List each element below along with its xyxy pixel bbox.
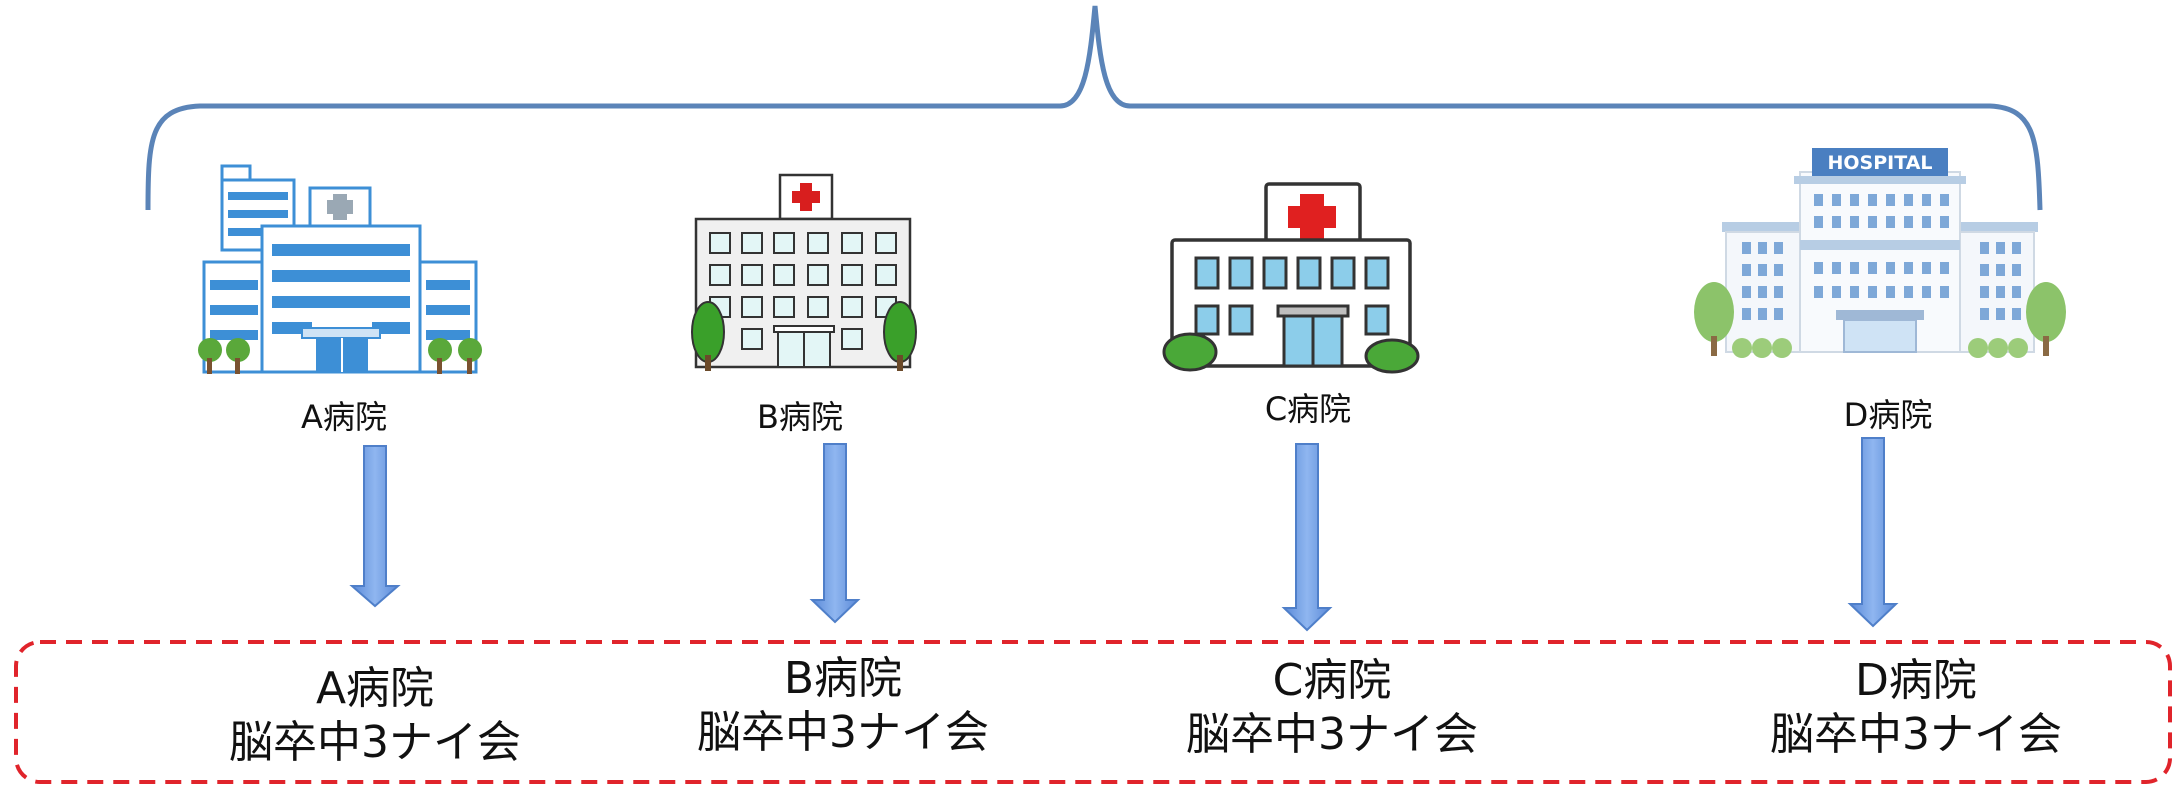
group-d-label: D病院 脳卒中3ナイ会 [1770,654,2062,762]
group-d-association: 脳卒中3ナイ会 [1770,709,2062,760]
group-a-hospital: A病院 [315,663,435,714]
group-d-hospital: D病院 [1855,655,1977,706]
arrow-a [349,445,401,608]
arrow-d [1847,437,1899,628]
group-a-association: 脳卒中3ナイ会 [229,717,521,768]
hospital-a-label: A病院 [301,398,387,436]
arrow-c [1281,443,1333,632]
hospital-b-label: B病院 [757,398,843,436]
group-c-hospital: C病院 [1272,655,1392,706]
group-c-association: 脳卒中3ナイ会 [1186,709,1478,760]
group-b-association: 脳卒中3ナイ会 [697,707,989,758]
arrow-b [809,443,861,624]
dashed-group-box [14,640,2172,784]
hospital-d-icon: HOSPITAL [1694,148,2066,358]
group-c-label: C病院 脳卒中3ナイ会 [1186,654,1478,762]
curly-brace [145,5,2043,211]
group-b-label: B病院 脳卒中3ナイ会 [697,652,989,760]
group-a-label: A病院 脳卒中3ナイ会 [229,662,521,770]
hospital-a-icon [198,164,482,374]
hospital-c-icon [1162,182,1420,374]
hospital-c-label: C病院 [1264,390,1352,428]
hospital-b-icon [691,173,917,371]
hospital-sign-text: HOSPITAL [1827,152,1932,174]
hospital-d-label: D病院 [1843,396,1933,434]
group-b-hospital: B病院 [783,653,903,704]
